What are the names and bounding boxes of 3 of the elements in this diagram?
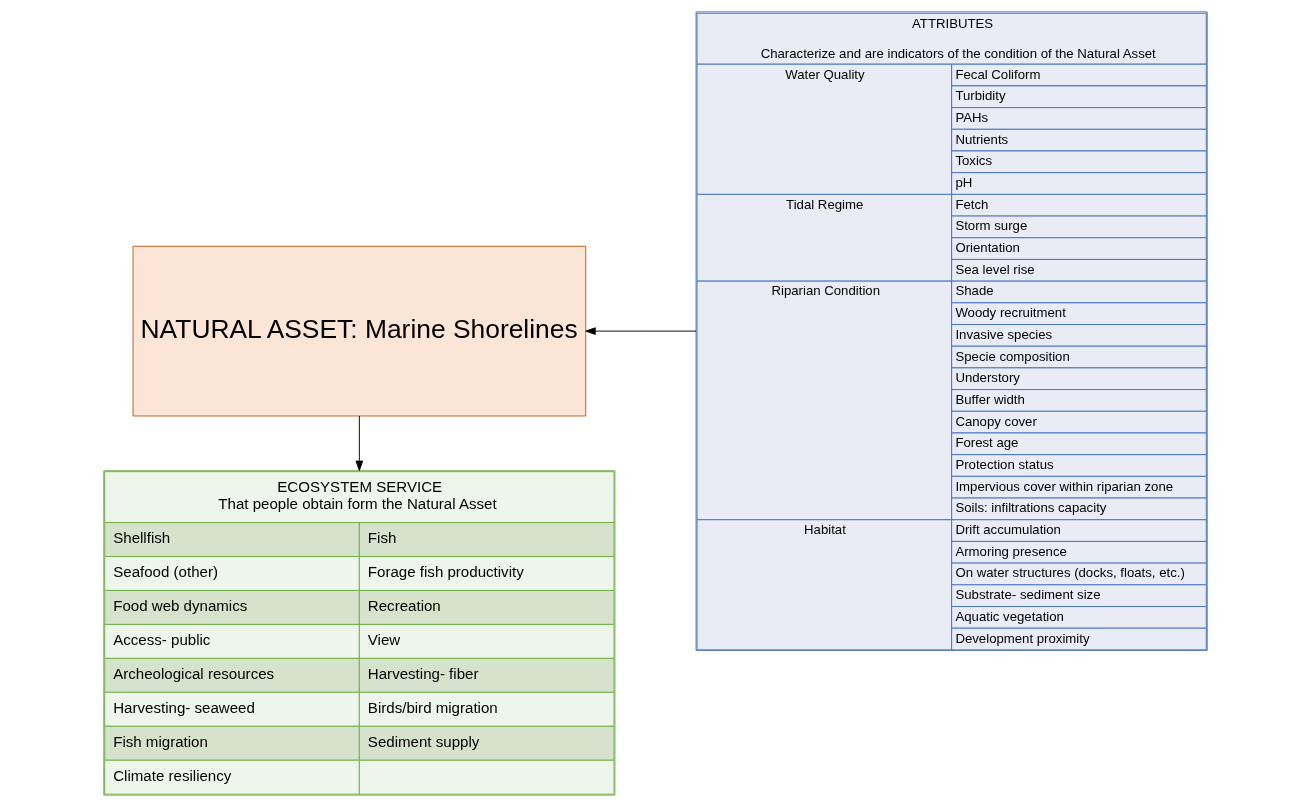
arrow <box>355 415 363 471</box>
node-box: NATURAL ASSET: Marine Shorelines <box>132 245 586 417</box>
arrow <box>584 327 696 335</box>
